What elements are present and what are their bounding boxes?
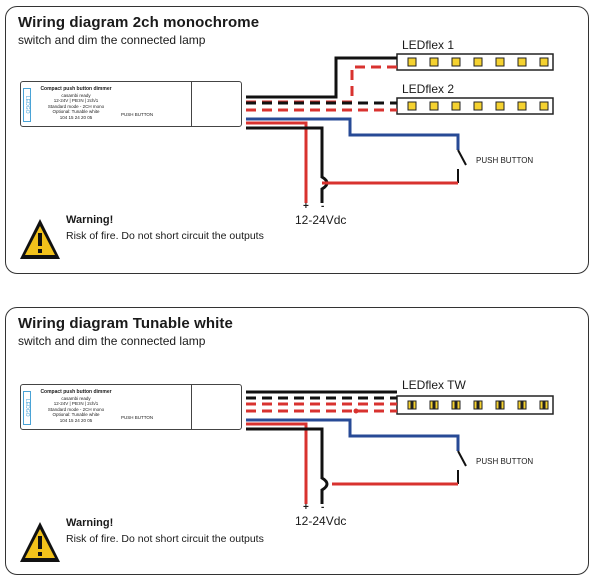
warning-title: Warning!	[66, 517, 114, 529]
minus-sign: -	[321, 201, 325, 212]
diagram-subtitle: switch and dim the connected lamp	[18, 33, 206, 47]
strip-label-tw: LEDflex TW	[402, 378, 466, 392]
plus-sign: +	[303, 502, 309, 513]
warning-text: Risk of fire. Do not short circuit the o…	[66, 533, 264, 545]
diagram-subtitle: switch and dim the connected lamp	[18, 334, 206, 348]
dimmer-device: LEDGO Compact push button dimmer casambi…	[20, 81, 242, 127]
warning-title: Warning!	[66, 214, 114, 226]
diagram-title: Wiring diagram Tunable white	[18, 315, 233, 332]
voltage-label: 12-24Vdc	[295, 514, 347, 528]
voltage-label: 12-24Vdc	[295, 213, 347, 227]
minus-sign: -	[321, 502, 325, 513]
push-button-label: PUSH BUTTON	[476, 457, 534, 466]
diagram-title: Wiring diagram 2ch monochrome	[18, 14, 260, 31]
wiring-svg	[20, 53, 554, 259]
led-chips-2	[407, 101, 549, 111]
plus-sign: +	[303, 201, 309, 212]
diagram-panel-2ch: Wiring diagram 2ch monochrome switch and…	[5, 6, 589, 274]
dimmer-device: LEDGO Compact push button dimmer casambi…	[20, 384, 242, 430]
strip-label-2: LEDflex 2	[402, 82, 455, 96]
led-chips-tw	[407, 400, 549, 410]
push-button-label: PUSH BUTTON	[476, 156, 534, 165]
led-chips-1	[407, 57, 549, 67]
warning-text: Risk of fire. Do not short circuit the o…	[66, 230, 264, 242]
diagram-panel-tw: Wiring diagram Tunable white switch and …	[5, 307, 589, 575]
strip-label-1: LEDflex 1	[402, 38, 455, 52]
wiring-svg	[20, 390, 554, 562]
